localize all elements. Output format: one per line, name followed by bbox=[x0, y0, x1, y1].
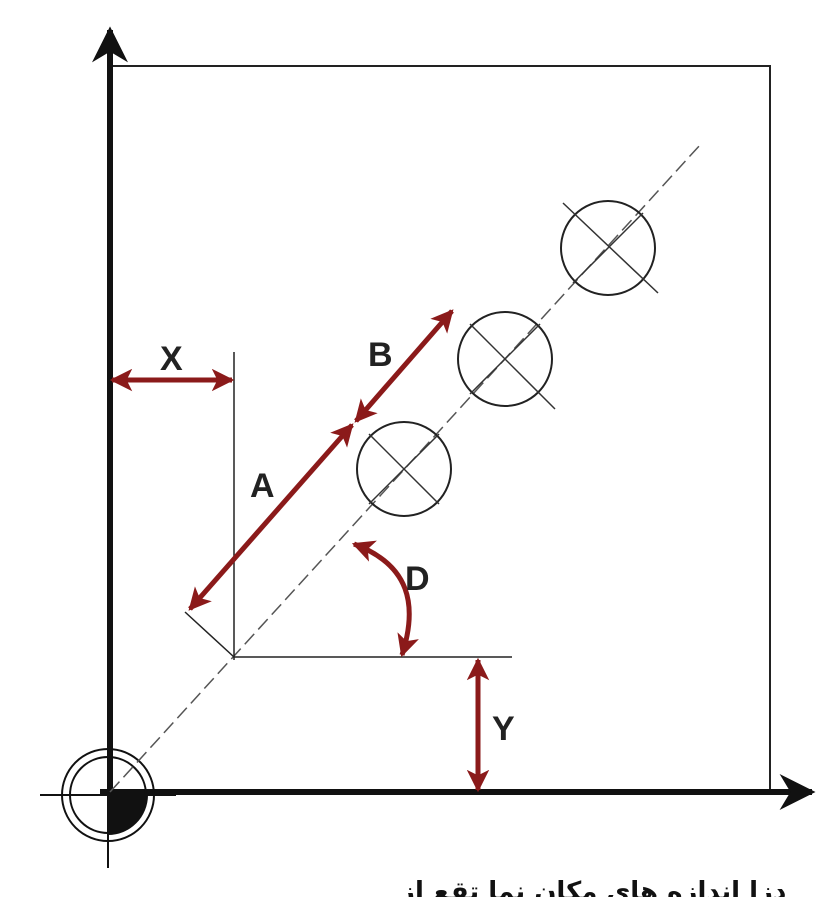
label-d: D bbox=[405, 560, 430, 598]
a-extension-line bbox=[184, 611, 235, 658]
label-x: X bbox=[160, 340, 183, 378]
origin-target-icon bbox=[40, 728, 176, 868]
label-y: Y bbox=[492, 710, 515, 748]
hole-1 bbox=[356, 421, 452, 517]
label-a: A bbox=[250, 467, 275, 505]
hole-3 bbox=[560, 200, 659, 296]
dimension-d-angle-arrow bbox=[351, 540, 419, 658]
dimension-a-arrow bbox=[188, 423, 354, 611]
work-area-frame bbox=[109, 65, 771, 791]
dimension-b-arrow bbox=[354, 309, 454, 423]
pattern-centerline bbox=[109, 144, 701, 793]
hole-2 bbox=[457, 311, 556, 410]
figure-caption: دزا اندازه های مکان نما تقع از bbox=[400, 877, 787, 897]
label-b: B bbox=[368, 336, 393, 374]
